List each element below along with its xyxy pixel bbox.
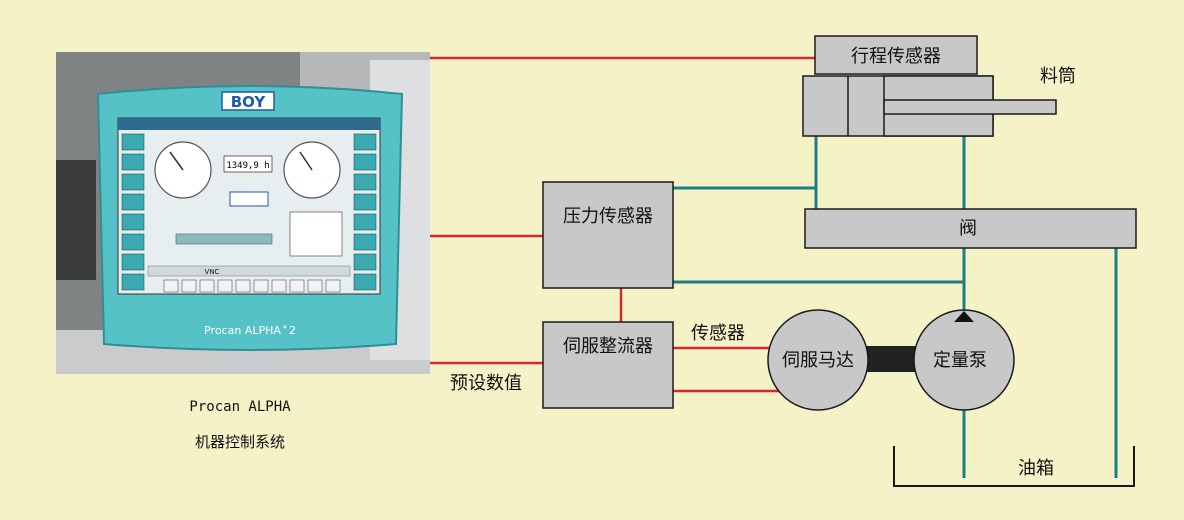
servo-rectifier-box [542,321,674,409]
brand-label: BOY [231,93,267,111]
screen-plot-area [289,211,343,257]
stroke-sensor-label: 行程传感器 [851,46,941,67]
keypad [163,279,341,293]
stroke-sensor-box [814,35,978,75]
valve-label: 阀 [959,218,977,239]
barrel-label: 料筒 [1040,66,1076,87]
panel-model-label: Procan ALPHA*2 [204,324,296,337]
oil-tank [893,446,1135,487]
caption-model: Procan ALPHA [189,399,291,415]
operating-hours: 1349,9 h [226,161,269,171]
barrel-cylinder [802,75,1057,137]
boy-logo [221,91,275,111]
screen-right-buttons [353,133,377,291]
fixed-pump-label: 定量泵 [933,350,987,371]
setpoint-signal-label: 预设数值 [450,373,522,394]
hydraulic-lines [673,136,1118,478]
valve-box [804,208,1137,249]
pressure-sensor-box [542,181,674,289]
screen-left-buttons [121,133,145,291]
sensor-signal-label: 传感器 [691,323,745,344]
servo-rectifier-label: 伺服整流器 [563,336,653,357]
motor-pump-shaft [864,346,922,372]
piston-rod [883,99,1057,115]
screw-icon [175,233,273,245]
controller-photo: BOY 1349,9 h VN [56,52,430,374]
oil-tank-label: 油箱 [1018,458,1054,479]
electric-lines [430,56,815,393]
caption-system: 机器控制系统 [195,433,285,451]
servo-motor-circle [767,309,869,411]
pump-arrow-icon [954,311,974,322]
pressure-sensor-label: 压力传感器 [563,206,653,227]
screen-vnc-label: VNC [205,268,220,276]
servo-motor-label: 伺服马达 [782,350,854,371]
fixed-pump-circle [913,309,1015,411]
